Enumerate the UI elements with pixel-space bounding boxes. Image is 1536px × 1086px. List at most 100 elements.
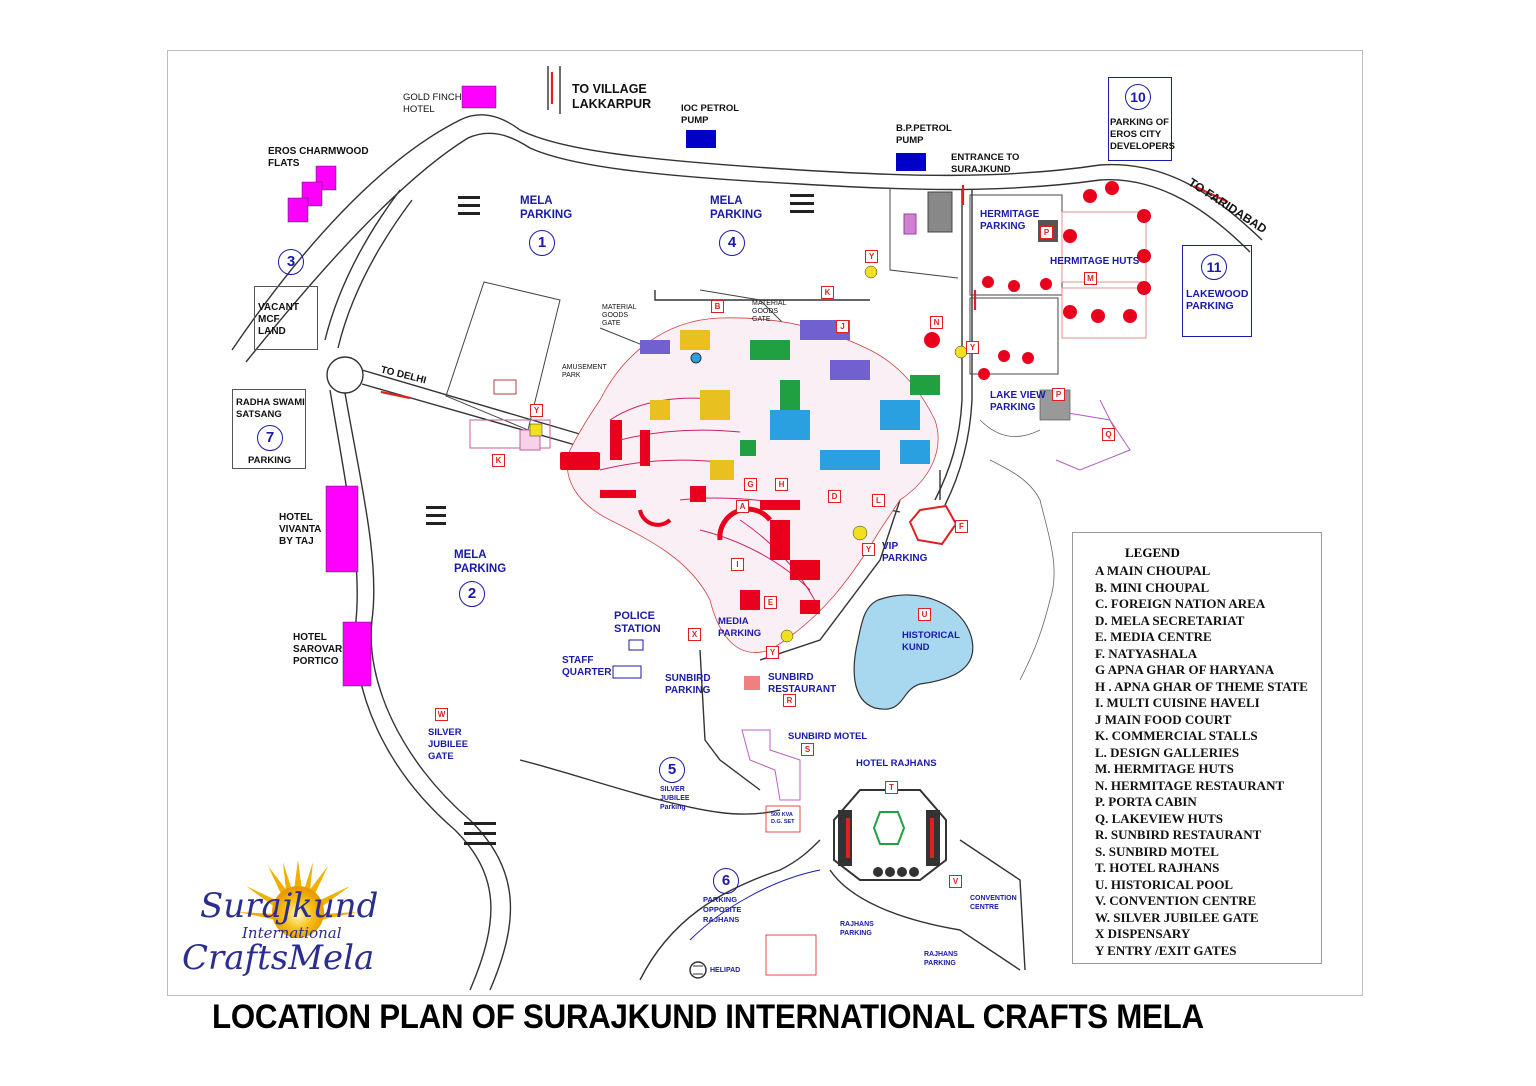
gold-finch-label: GOLD FINCH HOTEL (403, 92, 462, 115)
legend: LEGEND A MAIN CHOUPAL B. MINI CHOUPAL C.… (1072, 532, 1322, 964)
code-s: S (801, 743, 814, 756)
entrance-label: ENTRANCE TO SURAJKUND (951, 152, 1020, 175)
code-m: M (1084, 272, 1097, 285)
parking-11-marker: 11 (1201, 254, 1227, 280)
hermitage-huts-label: HERMITAGE HUTS (1050, 256, 1140, 267)
legend-item: T. HOTEL RAJHANS (1095, 860, 1220, 875)
eros-parking-box (1108, 77, 1172, 161)
mela-parking-4-label: MELA PARKING (710, 195, 763, 221)
mela-parking-2-label: MELA PARKING (454, 549, 507, 575)
parking-4-marker: 4 (719, 230, 745, 256)
parking-1-marker: 1 (529, 230, 555, 256)
legend-item: V. CONVENTION CENTRE (1095, 893, 1257, 908)
lakewood-label: LAKEWOOD PARKING (1186, 288, 1249, 312)
lakeview-parking (979, 389, 1071, 681)
code-u: U (918, 608, 931, 621)
road-label-village: TO VILLAGE LAKKARPUR (572, 82, 652, 111)
road-markers (380, 72, 1229, 400)
eros-parking-label: PARKING OF EROS CITY DEVELOPERS (1110, 117, 1175, 152)
amusement-label: AMUSEMENT PARK (562, 364, 607, 379)
lakeview-huts (1049, 399, 1131, 471)
code-l: L (872, 494, 885, 507)
legend-item: P. PORTA CABIN (1095, 794, 1197, 809)
silver-parking-label: SILVER JUBILEE Parking (660, 786, 690, 811)
silver-gate-label: SILVER JUBILEE GATE (428, 727, 469, 762)
rajhans-parking-1-label: RAJHANS PARKING (840, 921, 874, 937)
hermitage-parking-label: HERMITAGE PARKING (980, 209, 1040, 232)
mela-parking-1-label: MELA PARKING (520, 195, 573, 221)
bp-pump-label: B.P.PETROL PUMP (896, 123, 952, 146)
media-parking-label: MEDIA PARKING (718, 616, 762, 639)
lake-view-label: LAKE VIEW PARKING (990, 390, 1046, 413)
sunbird-motel-building (741, 729, 801, 801)
code-y-2: Y (530, 404, 543, 417)
logo-line3: CraftsMela (182, 938, 375, 978)
code-b: B (711, 300, 724, 313)
map-frame (167, 50, 1363, 996)
legend-item: I. MULTI CUISINE HAVELI (1095, 695, 1260, 710)
legend-list: A MAIN CHOUPAL B. MINI CHOUPAL C. FOREIG… (1095, 563, 1321, 959)
staff-label: STAFF QUARTER (562, 655, 612, 678)
radha-swami-label: RADHA SWAMI SATSANG (236, 397, 305, 420)
legend-item: E. MEDIA CENTRE (1095, 629, 1212, 644)
legend-item: D. MELA SECRETARIAT (1095, 612, 1245, 628)
code-g: G (744, 478, 757, 491)
police-label: POLICE STATION (614, 610, 661, 635)
sunbird-restaurant-building (744, 676, 760, 690)
code-y-4: Y (862, 543, 875, 556)
dg-set-label: 500 KVA D.G. SET (771, 812, 795, 825)
logo-line1: Surajkund (200, 886, 379, 926)
legend-item: U. HISTORICAL POOL (1095, 876, 1234, 892)
magenta-buildings (287, 85, 497, 687)
legend-item: R. SUNBIRD RESTAURANT (1095, 827, 1262, 842)
helipad-label: HELIPAD (710, 967, 741, 974)
code-t: T (885, 781, 898, 794)
police-building (628, 639, 644, 651)
legend-item: J MAIN FOOD COURT (1095, 711, 1232, 727)
code-q: Q (1102, 428, 1115, 441)
lakewood-box (1182, 245, 1252, 337)
page-title: LOCATION PLAN OF SURAJKUND INTERNATIONAL… (212, 998, 1204, 1036)
legend-item: Y ENTRY /EXIT GATES (1095, 942, 1237, 958)
vacant-mcf-box (254, 286, 318, 350)
legend-item: C. FOREIGN NATION AREA (1095, 596, 1266, 611)
legend-item: W. SILVER JUBILEE GATE (1095, 909, 1259, 925)
radha-parking-label: PARKING (248, 455, 292, 466)
parking-link (689, 869, 821, 941)
hotel-rajhans-building (833, 789, 947, 881)
parking-opposite-label: PARKING OPPOSITE RAJHANS (703, 895, 742, 924)
code-w: W (435, 708, 448, 721)
eros-charmwood-label: EROS CHARMWOOD FLATS (268, 146, 369, 169)
natyashala (908, 504, 958, 546)
car-grids (426, 194, 814, 845)
code-r: R (783, 694, 796, 707)
code-y-5: Y (766, 646, 779, 659)
parking-7-marker: 7 (257, 425, 283, 451)
legend-item: F. NATYASHALA (1095, 645, 1198, 661)
code-k-left: K (492, 454, 505, 467)
gates (529, 265, 968, 643)
parking-10-marker: 10 (1125, 84, 1151, 110)
sunbird-parking-label: SUNBIRD PARKING (665, 673, 711, 696)
hotel-vivanta-label: HOTEL VIVANTA BY TAJ (279, 512, 322, 547)
sunbird-restaurant-label: SUNBIRD RESTAURANT (768, 672, 837, 695)
radha-swami-box (232, 389, 306, 469)
vacant-mcf-label: VACANT MCF LAND (258, 302, 299, 337)
legend-item: A MAIN CHOUPAL (1095, 563, 1211, 578)
hotel-sarovar-label: HOTEL SAROVAR PORTICO (293, 632, 343, 667)
legend-item: N. HERMITAGE RESTAURANT (1095, 777, 1285, 793)
parking-3-marker: 3 (278, 249, 304, 275)
sun-icon (238, 860, 358, 938)
code-v: V (949, 875, 962, 888)
dg-set-box (765, 805, 801, 833)
material-gate-2-label: MATERIAL GOODS GATE (752, 300, 787, 323)
sunbird-motel-label: SUNBIRD MOTEL (788, 731, 868, 742)
legend-item: B. MINI CHOUPAL (1095, 579, 1210, 595)
code-p: P (1052, 388, 1065, 401)
code-i: I (731, 558, 744, 571)
legend-item: X DISPENSARY (1095, 926, 1191, 941)
legend-item: K. COMMERCIAL STALLS (1095, 728, 1258, 743)
code-p-hermitage: P (1040, 226, 1053, 239)
parking-2-marker: 2 (459, 581, 485, 607)
code-h: H (775, 478, 788, 491)
